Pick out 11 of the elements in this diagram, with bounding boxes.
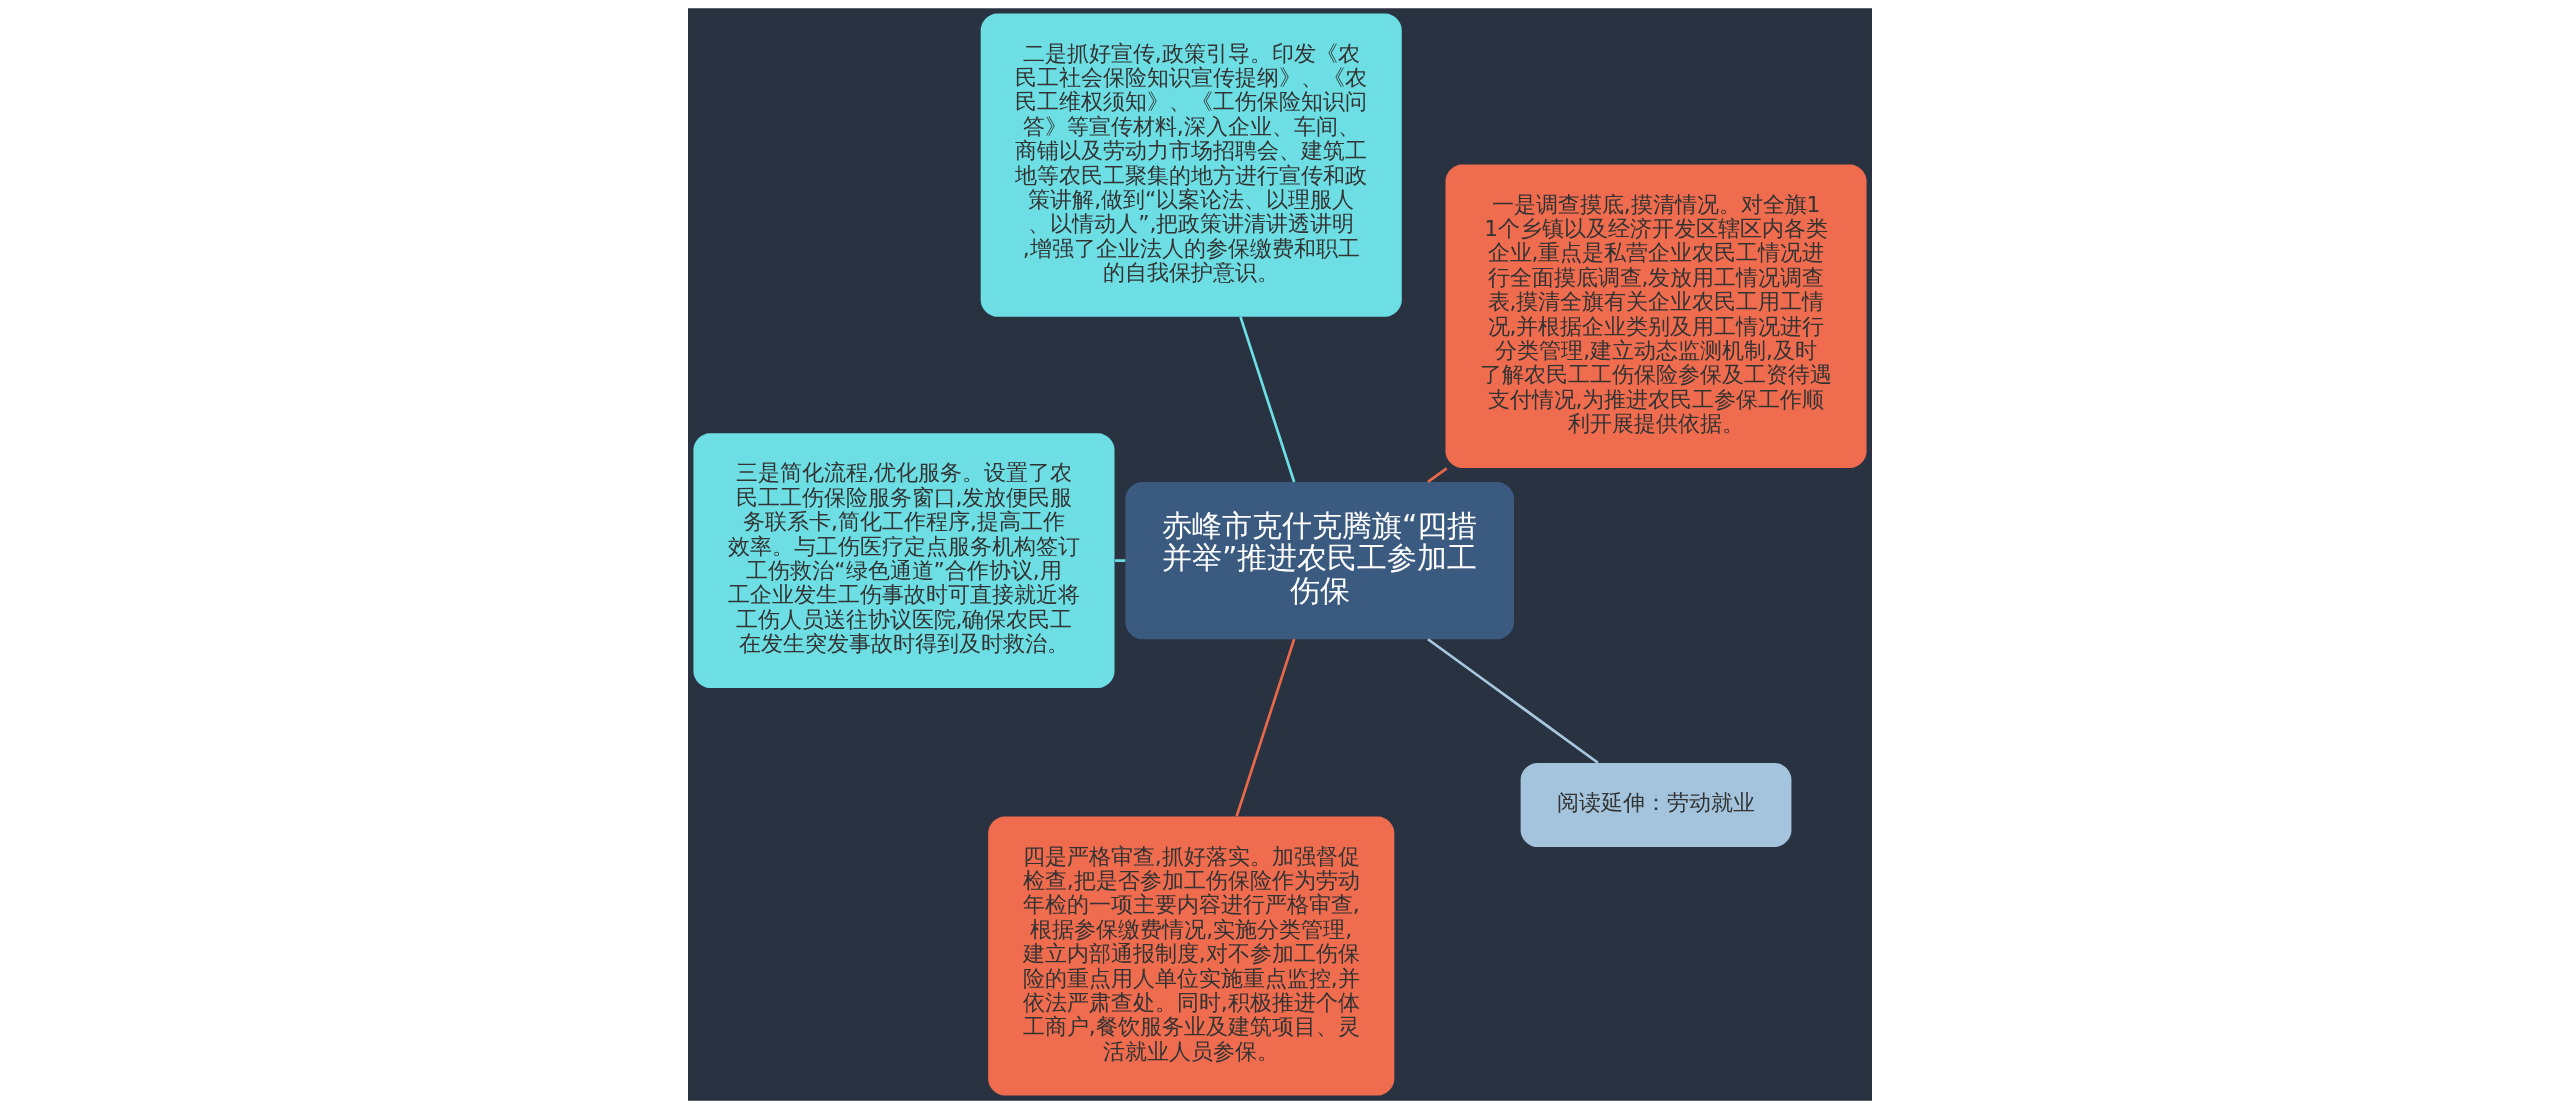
connector <box>1427 638 1599 764</box>
connector <box>1427 467 1448 484</box>
node-box: 二是抓好宣传,政策引导。印发《农民工社会保险知识宣传提纲》、《农民工维权须知》、《工伤保险知识问答》等宣传材料,深入企业、车间、商铺以及劳动力市场招聘会、建筑工地等农民工聚集的地方进行宣传和政策讲解,做到“以案论法、以理服人、以情动人”,把政策讲清讲透讲明,增强了企业法人的参保缴费和职工的自我保护意识。 <box>980 13 1402 317</box>
connector <box>1239 316 1296 483</box>
node-box: 一是调查摸底,摸清情况。对全旗11个乡镇以及经济开发区辖区内各类企业,重点是私营企业农民工情况进行全面摸底调查,发放用工情况调查表,摸清全旗有关企业农民工用工情况,并根据企业类别及用工情况进行分类管理,建立动态监测机制,及时了解农民工工伤保险参保及工资待遇支付情况,为推进农民工参保工作顺利开展提供依据。 <box>1445 164 1867 468</box>
node-box: 三是简化流程,优化服务。设置了农民工工伤保险服务窗口,发放便民服务联系卡,简化工作程序,提高工作效率。与工伤医疗定点服务机构签订工伤救治“绿色通道”合作协议,用工企业发生工伤事故时可直接就近将工伤人员送往协议医院,确保农民工在发生突发事故时得到及时救治。 <box>693 433 1115 688</box>
connector <box>1235 638 1296 817</box>
node-box: 阅读延伸：劳动就业 <box>1520 762 1792 847</box>
node-box: 赤峰市克什克腾旗“四措并举”推进农民工参加工伤保 <box>1125 482 1514 640</box>
node-box: 四是严格审查,抓好落实。加强督促检查,把是否参加工伤保险作为劳动年检的一项主要内容进行严格审查,根据参保缴费情况,实施分类管理,建立内部通报制度,对不参加工伤保险的重点用人单位实施重点监控,并依法严肃查处。同时,积极推进个体工商户,餐饮服务业及建筑项目、灵活就业人员参保。 <box>988 816 1395 1096</box>
connector <box>1115 559 1126 562</box>
